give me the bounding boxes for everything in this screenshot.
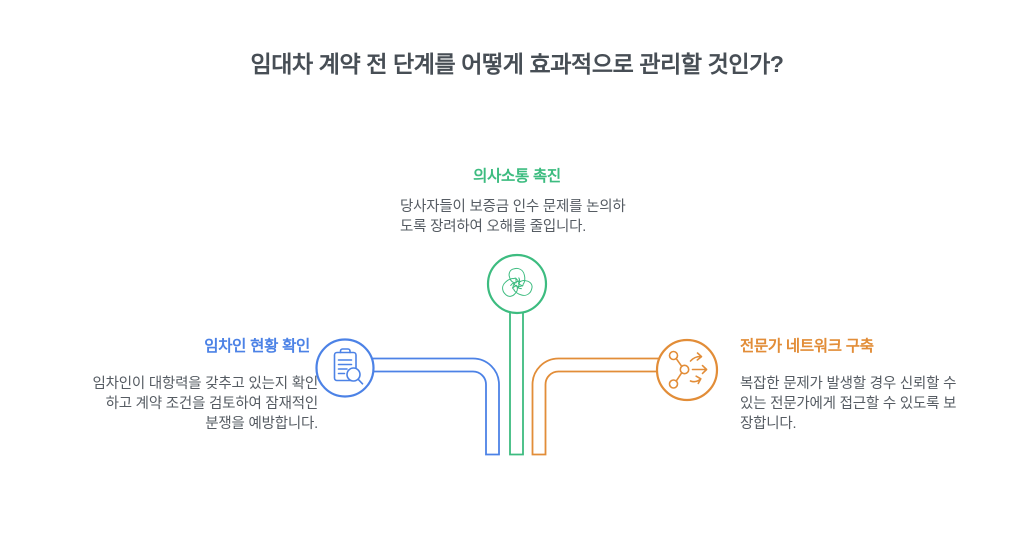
share-network-icon	[668, 350, 708, 389]
node-desc-communication: 당사자들이 보증금 인수 문제를 논의하 도록 장려하여 오해를 줄입니다.	[400, 197, 645, 237]
communication-connector	[509, 311, 524, 456]
desc-line: 분쟁을 예방합니다.	[205, 416, 318, 432]
page-title: 임대차 계약 전 단계를 어떻게 효과적으로 관리할 것인가?	[250, 51, 784, 77]
desc-line: 복잡한 문제가 발생할 경우 신뢰할 수	[740, 376, 957, 392]
desc-line: 도록 장려하여 오해를 줄입니다.	[400, 219, 587, 235]
desc-line: 하고 계약 조건을 검토하여 잠재적인	[105, 396, 319, 412]
hands-collaboration-icon	[502, 267, 533, 297]
communication-node-circle	[486, 253, 548, 315]
desc-line: 당사자들이 보증금 인수 문제를 논의하	[400, 199, 626, 215]
node-label-tenant: 임차인 현황 확인	[204, 338, 310, 355]
desc-line: 임차인이 대항력을 갖추고 있는지 확인	[92, 376, 318, 392]
desc-line: 장합니다.	[740, 416, 797, 432]
tenant-node-circle	[315, 338, 375, 398]
node-label-network: 전문가 네트워크 구축	[740, 338, 874, 355]
node-desc-network: 복잡한 문제가 발생할 경우 신뢰할 수 있는 전문가에게 접근할 수 있도록 …	[740, 374, 1012, 434]
network-node-circle	[655, 338, 719, 402]
network-connector	[531, 357, 659, 456]
desc-line: 있는 전문가에게 접근할 수 있도록 보	[740, 396, 957, 412]
node-desc-tenant: 임차인이 대항력을 갖추고 있는지 확인 하고 계약 조건을 검토하여 잠재적인…	[30, 374, 318, 434]
tenant-connector	[371, 357, 500, 456]
clipboard-magnifier-icon	[333, 348, 364, 385]
node-label-communication: 의사소통 촉진	[473, 168, 561, 185]
